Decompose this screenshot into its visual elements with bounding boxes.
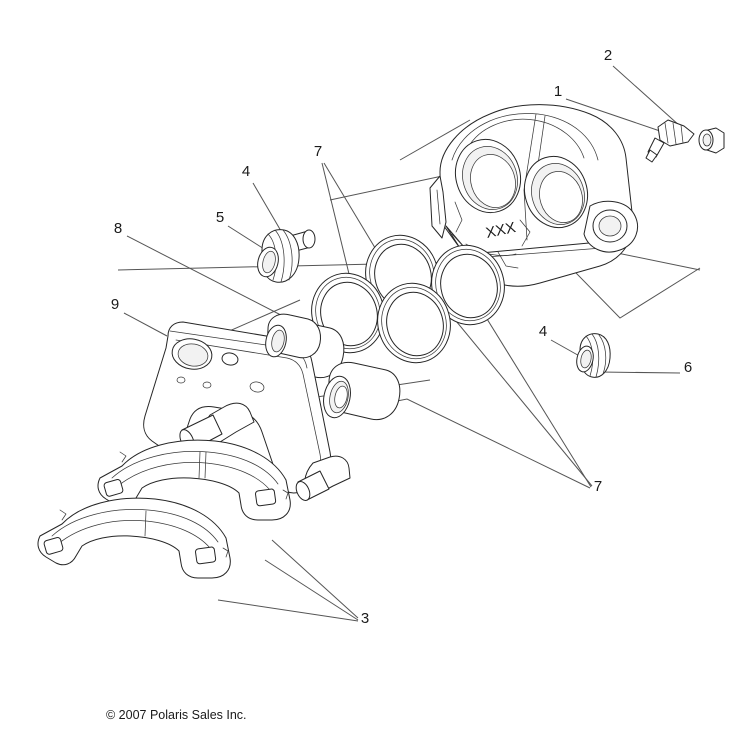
brake-pad-lower-hole-left: [43, 537, 64, 555]
bleeder-hex-l1: [664, 122, 669, 144]
caliper-top-ridge-inner: [465, 118, 585, 159]
bushing-rib-u3: [282, 229, 293, 281]
brake-pad-lower: [37, 497, 231, 579]
callout-labels: 1 2 3 4 4 5 6 7 7 8 9: [111, 47, 692, 627]
leader-3c: [271, 539, 359, 619]
bracket-mount-hole-small: [221, 352, 239, 366]
caliper-bore-left-inner2: [470, 154, 516, 208]
piston-front: [323, 361, 401, 421]
callout-label-4-lower: 4: [539, 323, 547, 340]
caliper-marking-text: XXX: [484, 219, 517, 242]
bracket-hole-right: [249, 381, 265, 393]
caliper-top-ridge: [451, 113, 599, 161]
brake-pad-upper-divider2: [204, 451, 207, 479]
leader-1: [565, 98, 661, 132]
bleeder-hex: [657, 119, 695, 147]
leader-body-1: [399, 119, 471, 161]
bleeder-cap: [698, 127, 725, 154]
caliper-left-ear-line: [436, 189, 441, 225]
callout-label-3: 3: [361, 610, 369, 627]
callout-label-5: 5: [216, 209, 224, 226]
brake-pad-lower-divider: [144, 510, 147, 537]
bleeder-tip: [645, 149, 658, 163]
brake-pad-upper-divider: [198, 451, 201, 479]
bleeder-screw: [645, 119, 695, 163]
brake-pad-lower-hole-right: [195, 546, 217, 565]
leader-7a1: [321, 162, 351, 279]
slide-pin-bushing-lower: [576, 333, 611, 378]
bushing-stem-cap: [302, 229, 316, 249]
copyright-notice: © 2007 Polaris Sales Inc.: [106, 708, 247, 722]
seal-ring-upper-right: [431, 244, 505, 326]
callout-label-7-lower: 7: [594, 478, 602, 495]
bracket-dimple-left: [176, 376, 186, 384]
brake-pad-upper-notch: [119, 451, 127, 463]
seal-ring-4-inner: [386, 291, 444, 357]
brake-pad-lower-backing: [37, 497, 231, 579]
callout-label-6: 6: [684, 359, 692, 376]
seal-ring-2-inner: [440, 253, 498, 319]
brake-pads: [37, 439, 291, 579]
leader-body-2: [329, 174, 448, 201]
brake-pad-lower-friction-edge: [51, 509, 219, 543]
callout-label-7-upper: 7: [314, 143, 322, 160]
caliper-pin-hole-inner: [598, 215, 622, 237]
bushing-bore-upper: [262, 250, 276, 274]
bushing-rib-u2: [274, 229, 285, 283]
callout-label-8: 8: [114, 220, 122, 237]
bleeder-cap-hole: [702, 133, 712, 147]
leader-9: [123, 312, 168, 337]
slide-pin-right-tip: [295, 481, 311, 501]
callout-label-4-upper: 4: [242, 163, 250, 180]
caliper-bridge-detail3: [519, 219, 531, 247]
callout-label-1: 1: [554, 83, 562, 100]
slide-pin-bushing-upper: [257, 229, 316, 283]
leader-3a: [264, 559, 359, 621]
brake-pad-upper-hole-left: [103, 479, 124, 497]
bushing-rib-l2: [591, 333, 600, 378]
piston-front-cup-inner: [334, 385, 348, 409]
bushing-rib-l3: [598, 334, 607, 375]
bracket-boss-upper-bore: [271, 329, 285, 353]
caliper-flange-edge2: [473, 247, 603, 259]
seal-ring-lower-right: [377, 282, 451, 364]
caliper-body: XXX: [429, 104, 638, 287]
leader-3b: [217, 599, 359, 622]
caliper-mounting-bracket: [143, 313, 351, 501]
caliper-bore-right-inner2: [539, 171, 583, 223]
leader-6: [599, 371, 681, 374]
bleeder-hex-l3: [680, 124, 684, 144]
caliper-left-ear: [429, 175, 447, 239]
callout-label-9: 9: [111, 296, 119, 313]
caliper-bridge-detail2: [497, 251, 519, 269]
brake-pad-lower-notch2: [222, 547, 229, 558]
brake-pad-upper-notch2: [282, 489, 289, 500]
bracket-mount-hole-large-inner: [177, 343, 209, 367]
bleeder-hex-l2: [672, 122, 677, 145]
brake-pad-upper-friction-edge: [111, 451, 279, 485]
bracket-dimple-mid: [202, 381, 212, 389]
caliper-bridge-detail4: [454, 201, 463, 233]
brake-pad-upper-hole-right: [255, 488, 277, 507]
bushing-bore-lower: [580, 349, 592, 369]
callout-label-2: 2: [604, 47, 612, 64]
brake-pad-lower-notch: [59, 509, 67, 521]
